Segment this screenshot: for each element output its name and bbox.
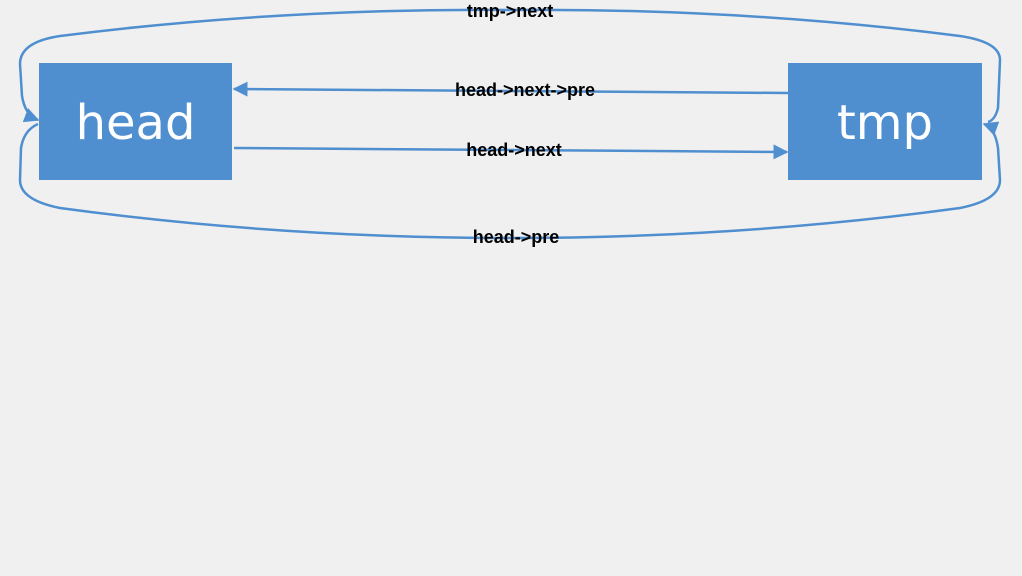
edge-tmp-next	[18, 8, 1002, 124]
edge-head-next	[233, 144, 789, 160]
edge-head-next-pre	[232, 81, 789, 97]
edge-label-head-next-pre: head->next->pre	[455, 80, 595, 100]
edge-label-head-pre: head->pre	[473, 227, 560, 247]
node-tmp: tmp	[788, 63, 982, 180]
edge-head-pre	[18, 121, 1002, 240]
node-head: head	[39, 63, 232, 180]
node-tmp-label: tmp	[837, 95, 933, 151]
edge-label-head-next: head->next	[466, 140, 562, 160]
node-head-label: head	[76, 95, 196, 151]
edge-label-tmp-next: tmp->next	[467, 1, 554, 21]
